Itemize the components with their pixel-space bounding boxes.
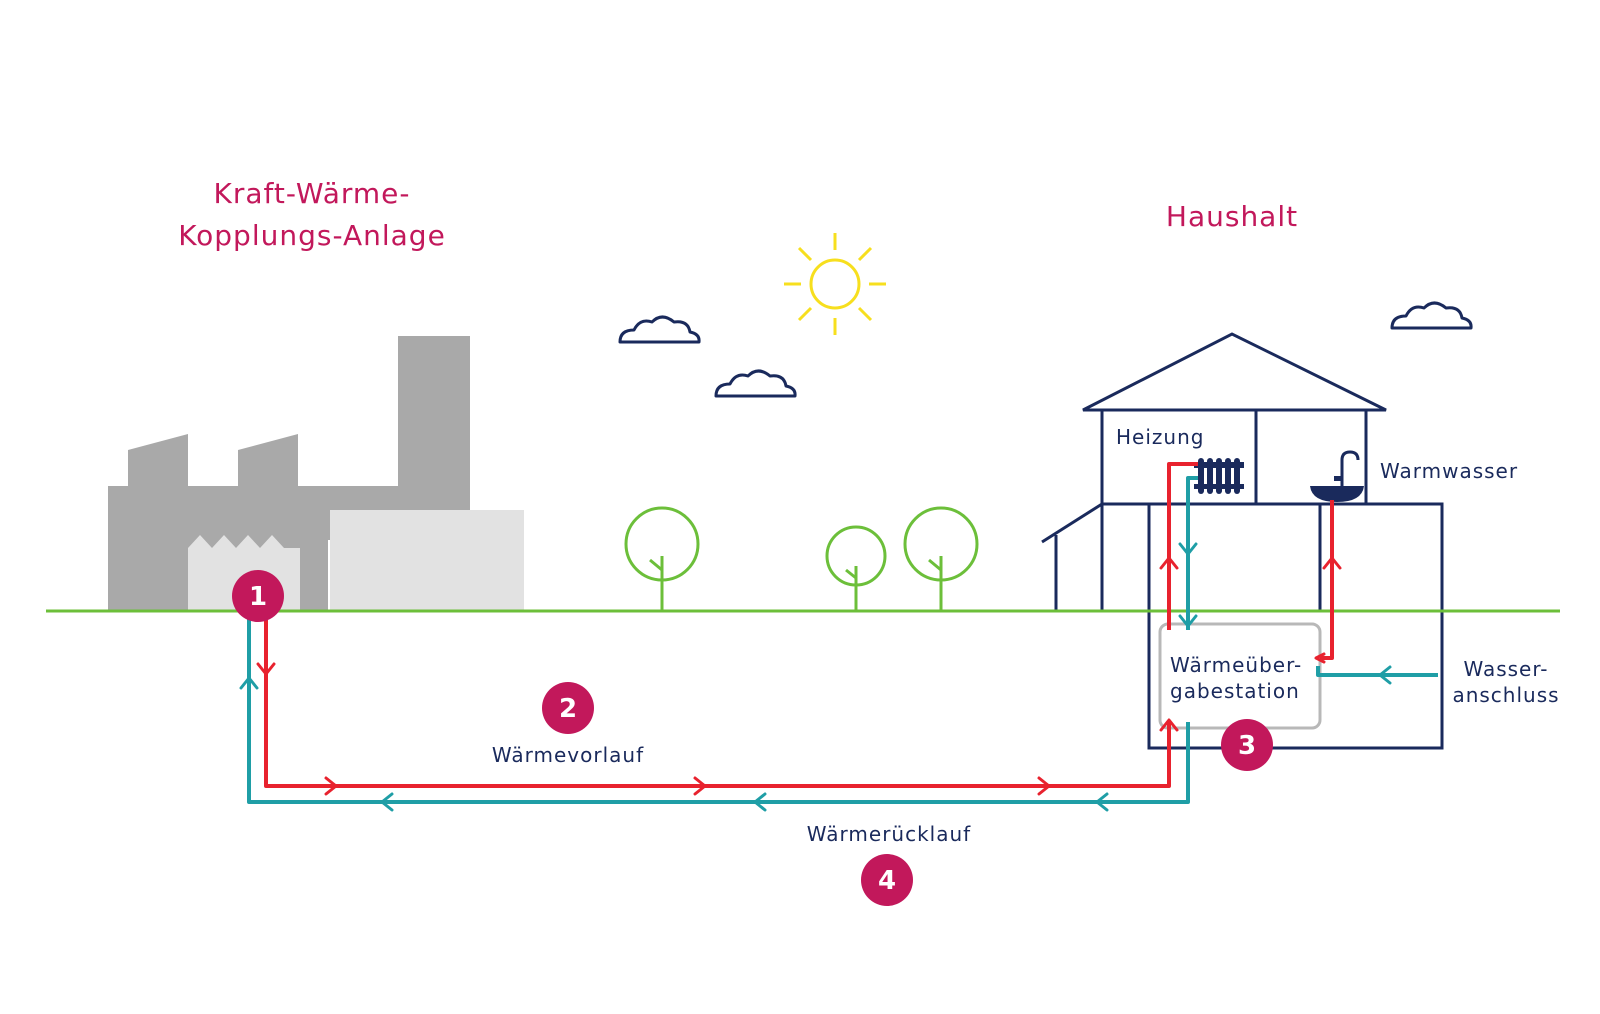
step-badge-3: 3 (1221, 719, 1273, 771)
supply-label: Wärmevorlauf (492, 743, 644, 767)
svg-text:4: 4 (878, 866, 896, 896)
arrow-right-icon (1037, 776, 1051, 796)
house-icon (1041, 332, 1444, 750)
arrow-left-icon (753, 792, 767, 812)
step-badge-1: 1 (232, 570, 284, 622)
sun-icon (784, 233, 886, 335)
tree-icon (825, 525, 887, 611)
supply-pipe (1167, 462, 1198, 630)
arrow-left-icon (1314, 652, 1326, 664)
arrow-left-icon (380, 792, 394, 812)
return-label: Wärmerücklauf (807, 822, 971, 846)
plant-title-line1: Kraft-Wärme- (213, 177, 410, 210)
arrow-down-icon (256, 662, 276, 676)
heating-label: Heizung (1116, 425, 1204, 449)
arrow-down-icon (1178, 542, 1198, 556)
cloud-icon (618, 315, 701, 344)
svg-text:1: 1 (249, 582, 267, 612)
return-pipe (247, 618, 1190, 804)
arrow-up-icon (1322, 556, 1342, 570)
water-connection-label-line1: Wasser- (1463, 657, 1548, 681)
supply-pipe (264, 618, 1171, 788)
plant-title-line2: Kopplungs-Anlage (178, 219, 446, 252)
step-badge-2: 2 (542, 682, 594, 734)
return-pipe (1186, 476, 1198, 630)
water-connection-label-line2: anschluss (1452, 683, 1559, 707)
transfer-station-label-line2: gabestation (1170, 679, 1300, 703)
household-title: Haushalt (1166, 200, 1298, 233)
tree-icon (624, 506, 700, 611)
arrow-down-icon (1178, 614, 1198, 628)
factory-icon (108, 336, 524, 611)
tree-icon (903, 506, 979, 611)
arrow-right-icon (693, 776, 707, 796)
arrow-up-icon (239, 676, 259, 690)
water-supply-pipe (1316, 666, 1438, 677)
arrow-left-icon (1095, 792, 1109, 812)
cloud-icon (714, 369, 797, 398)
hot-water-pipe (1320, 500, 1334, 660)
radiator-icon (1194, 458, 1244, 494)
sink-icon (1310, 450, 1364, 502)
svg-text:3: 3 (1238, 731, 1256, 761)
svg-text:2: 2 (559, 694, 577, 724)
cloud-icon (1390, 301, 1473, 330)
arrow-up-icon (1159, 718, 1179, 732)
transfer-station-label-line1: Wärmeüber- (1170, 653, 1302, 677)
arrow-left-icon (1378, 665, 1392, 685)
step-badge-4: 4 (861, 854, 913, 906)
arrow-up-icon (1159, 556, 1179, 570)
hot-water-label: Warmwasser (1380, 459, 1518, 483)
arrow-right-icon (324, 776, 338, 796)
